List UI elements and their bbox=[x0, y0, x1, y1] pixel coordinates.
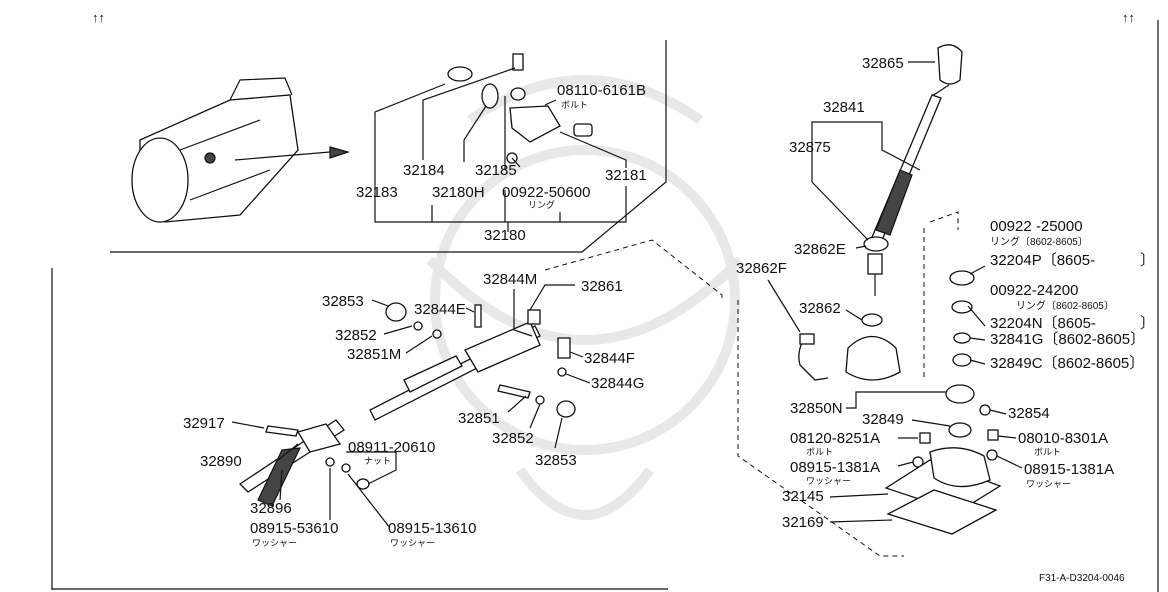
label-32180: 32180 bbox=[484, 227, 526, 244]
label-08915-53610: 08915-53610 bbox=[250, 520, 338, 537]
label-32917: 32917 bbox=[183, 415, 225, 432]
label-08915-13610: 08915-13610 bbox=[388, 520, 476, 537]
label-32852-a: 32852 bbox=[335, 327, 377, 344]
label-08915-1381a-left: 08915-1381A bbox=[790, 459, 880, 476]
label-32844e: 32844E bbox=[414, 301, 466, 318]
label-32862e: 32862E bbox=[794, 241, 846, 258]
corner-mark-right: ↑↑ bbox=[1122, 10, 1135, 25]
label-08010-8301a-sub: ボルト bbox=[1034, 447, 1061, 457]
label-08915-13610-sub: ワッシャー bbox=[390, 538, 435, 548]
label-32204p: 32204P〔8605- bbox=[990, 252, 1095, 269]
label-32862: 32862 bbox=[799, 300, 841, 317]
shift-rod-linkage bbox=[238, 302, 576, 507]
label-32861: 32861 bbox=[581, 278, 623, 295]
label-32844m: 32844M bbox=[483, 271, 537, 288]
label-00922-24200-sub: リング〔8602-8605〕 bbox=[1016, 299, 1114, 312]
shift-lever-leader-lines bbox=[767, 61, 1023, 523]
label-00922-50600: 00922-50600 bbox=[502, 184, 590, 201]
label-08915-1381a-right-sub: ワッシャー bbox=[1026, 479, 1071, 489]
label-08010-8301a: 08010-8301A bbox=[1018, 430, 1108, 447]
label-32849: 32849 bbox=[862, 411, 904, 428]
corner-mark-left: ↑↑ bbox=[92, 10, 105, 25]
label-32844g: 32844G bbox=[591, 375, 644, 392]
watermark-emblem bbox=[426, 75, 744, 520]
label-32851: 32851 bbox=[458, 410, 500, 427]
label-08110-6161b-sub: ボルト bbox=[561, 100, 588, 110]
label-32204n: 32204N〔8605- bbox=[990, 315, 1096, 332]
label-00922-24200: 00922-24200 bbox=[990, 282, 1078, 299]
label-32169: 32169 bbox=[782, 514, 824, 531]
linkage-group-dashed bbox=[544, 239, 723, 300]
label-32853-b: 32853 bbox=[535, 452, 577, 469]
bracket-leader-lines bbox=[374, 67, 627, 232]
label-32180h: 32180H bbox=[432, 184, 485, 201]
label-08120-8251a-sub: ボルト bbox=[806, 447, 833, 457]
label-32204n-close: 〕 bbox=[1140, 315, 1155, 332]
label-00922-25000: 00922 -25000 bbox=[990, 218, 1083, 235]
label-32184: 32184 bbox=[403, 162, 445, 179]
label-32841: 32841 bbox=[823, 99, 865, 116]
label-32183: 32183 bbox=[356, 184, 398, 201]
label-32181: 32181 bbox=[605, 167, 647, 184]
bracket-parts bbox=[447, 53, 593, 164]
label-32851m: 32851M bbox=[347, 346, 401, 363]
label-32862f: 32862F bbox=[736, 260, 787, 277]
label-32844f: 32844F bbox=[584, 350, 635, 367]
frame-lines bbox=[51, 20, 1159, 592]
label-32890: 32890 bbox=[200, 453, 242, 470]
label-08911-20610-sub: ナット bbox=[364, 456, 391, 466]
label-32854: 32854 bbox=[1008, 405, 1050, 422]
label-32841g: 32841G〔8602-8605〕 bbox=[990, 331, 1145, 348]
label-32849c: 32849C〔8602-8605〕 bbox=[990, 355, 1144, 372]
label-32850n: 32850N bbox=[790, 400, 843, 417]
label-08915-53610-sub: ワッシャー bbox=[252, 538, 297, 548]
label-32185: 32185 bbox=[475, 162, 517, 179]
label-32875: 32875 bbox=[789, 139, 831, 156]
transmission-illustration bbox=[131, 77, 351, 223]
label-08915-1381a-left-sub: ワッシャー bbox=[806, 476, 851, 486]
label-32865: 32865 bbox=[862, 55, 904, 72]
label-00922-50600-sub: リング bbox=[528, 199, 555, 210]
label-08911-20610: 08911-20610 bbox=[348, 439, 435, 456]
shift-lever-assembly bbox=[798, 44, 1002, 535]
label-00922-25000-sub: リング〔8602-8605〕 bbox=[990, 235, 1088, 248]
figure-code: F31-A-D3204-0046 bbox=[1039, 573, 1125, 584]
label-32853-a: 32853 bbox=[322, 293, 364, 310]
label-32896: 32896 bbox=[250, 500, 292, 517]
label-08120-8251a: 08120-8251A bbox=[790, 430, 880, 447]
label-08915-1381a-right: 08915-1381A bbox=[1024, 461, 1114, 478]
label-32145: 32145 bbox=[782, 488, 824, 505]
lever-group-dashed bbox=[929, 211, 959, 230]
label-32204p-close: 〕 bbox=[1140, 252, 1155, 269]
shift-rod-leader-lines bbox=[231, 284, 591, 529]
label-32852-b: 32852 bbox=[492, 430, 534, 447]
label-08110-6161b: 08110-6161B bbox=[557, 82, 646, 99]
